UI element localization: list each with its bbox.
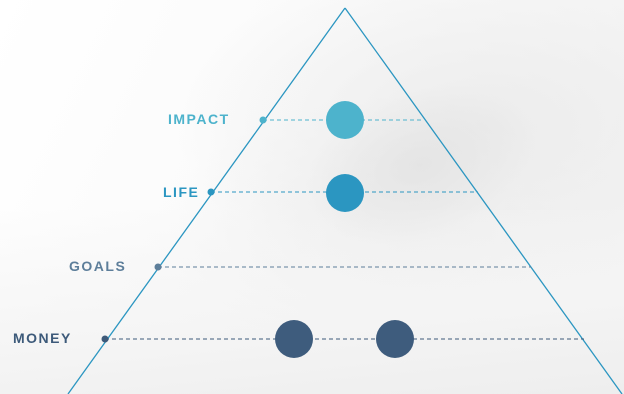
level-label-money: MONEY [13, 330, 72, 346]
level-goals-marker [154, 263, 162, 271]
impact-circle [326, 101, 364, 139]
level-label-impact: IMPACT [168, 111, 230, 127]
level-impact-marker [259, 116, 267, 124]
money-circle-right [376, 320, 414, 358]
level-money-marker [101, 335, 109, 343]
background-paper [0, 210, 624, 394]
level-life-marker [207, 188, 215, 196]
level-label-goals: GOALS [69, 258, 127, 274]
money-circle-left [275, 320, 313, 358]
pyramid-right-edge [344, 7, 623, 394]
life-circle [326, 174, 364, 212]
level-label-life: LIFE [163, 184, 200, 200]
pyramid-left-edge [67, 7, 346, 394]
